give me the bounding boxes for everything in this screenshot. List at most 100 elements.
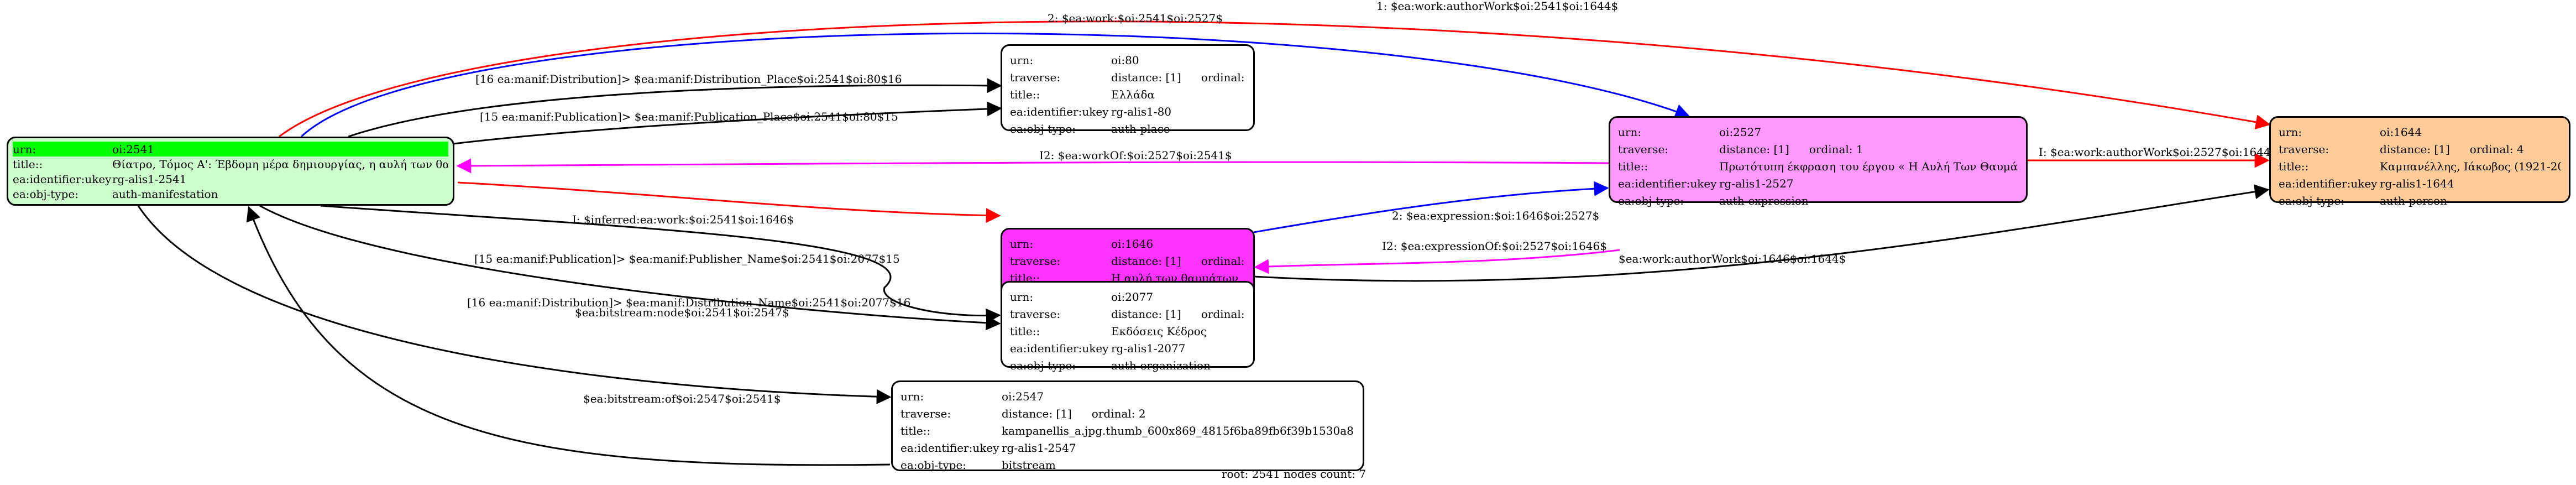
edge-inferred-2541-1646 bbox=[457, 181, 1001, 223]
field-label-identifier: ea:identifier:ukey bbox=[1010, 341, 1109, 355]
edge-work-2541-2527 bbox=[300, 32, 1690, 138]
node-identifier: rg-alis1-2077 bbox=[1111, 341, 1186, 355]
node-title: Θίατρο, Τόμος Α': Έβδομη μέρα δημιουργία… bbox=[112, 157, 448, 171]
node-traverse-value: distance: [1]ordinal: 2 bbox=[1002, 407, 1355, 420]
node-objtype-row: ea:obj-type: auth-person bbox=[2279, 192, 2561, 209]
edge-label-dist-place: [16 ea:manif:Distribution]> $ea:manif:Di… bbox=[475, 72, 902, 86]
node-traverse: distance: [1] bbox=[1719, 142, 1789, 156]
field-label-urn: urn: bbox=[900, 389, 924, 403]
node-ordinal: ordinal: 1 bbox=[1809, 142, 1863, 156]
node-oi-2077[interactable]: urn:oi:2077 traverse: distance: [1] ordina… bbox=[1001, 281, 1255, 372]
field-label-identifier: ea:identifier:ukey bbox=[2279, 176, 2378, 190]
node-traverse-row: traverse:distance: [1]ordinal: 3 bbox=[1010, 252, 1245, 269]
node-urn-row: urn:oi:2077 bbox=[1010, 288, 1245, 305]
node-ordinal: ordinal: 5 bbox=[1201, 70, 1245, 84]
edge-label-bitstream-of: $ea:bitstream:of$oi:2547$oi:2541$ bbox=[583, 392, 781, 405]
node-title: Πρωτότυπη έκφραση του έργου « Η Αυλή Των… bbox=[1719, 159, 2018, 173]
node-title: Εκδόσεις Κέδρος bbox=[1111, 324, 1207, 338]
node-identifier: rg-alis1-2547 bbox=[1002, 441, 1076, 455]
node-objtype-row: ea:obj-type:auth-organization bbox=[1010, 357, 1245, 374]
node-urn: oi:2077 bbox=[1111, 290, 1154, 304]
node-urn-row: urn:oi:1646 bbox=[1010, 235, 1245, 252]
node-title: Καμπανέλλης, Ιάκωβος (1921-2011) bbox=[2380, 159, 2561, 173]
node-urn: oi:2541 bbox=[112, 142, 155, 156]
node-title-row: title::Εκδόσεις Κέδρος bbox=[1010, 322, 1245, 340]
field-label-objtype: ea:obj-type: bbox=[2279, 194, 2345, 207]
field-label-title: title:: bbox=[900, 424, 931, 437]
node-urn: oi:80 bbox=[1111, 53, 1139, 67]
node-ordinal: ordinal: 6 bbox=[1201, 307, 1245, 321]
node-oi-2547[interactable]: urn: oi:2547 traverse:distance: [1]ordina… bbox=[891, 380, 1364, 473]
node-title: Ελλάδα bbox=[1111, 87, 1155, 101]
node-objtype: auth-place bbox=[1111, 122, 1170, 135]
node-urn-row: urn: oi:2527 bbox=[1618, 123, 2018, 140]
node-objtype-row: ea:obj-type:bitstream bbox=[900, 456, 1355, 473]
edge-pub-name-2541-2077 bbox=[320, 205, 1001, 324]
node-traverse: distance: [1] bbox=[2380, 142, 2450, 156]
edge-label-workof: I2: $ea:workOf:$oi:2527$oi:2541$ bbox=[1039, 149, 1232, 162]
edge-pub-place-2541-80 bbox=[431, 101, 1002, 148]
node-identifier: rg-alis1-2527 bbox=[1719, 176, 1794, 190]
node-urn-row: urn: oi:2547 bbox=[900, 388, 1355, 405]
node-oi-2527[interactable]: urn:oi:2527 traverse:distance: [1]ordina… bbox=[1609, 116, 2028, 207]
node-title-row: title::kampanellis_a.jpg.thumb_600x869_4… bbox=[900, 422, 1355, 439]
field-label-title: title:: bbox=[1010, 87, 1040, 101]
node-urn: oi:2547 bbox=[1002, 389, 1044, 403]
node-urn-row: urn: oi:2541 bbox=[13, 142, 448, 157]
field-label-urn: urn: bbox=[1010, 53, 1034, 67]
field-label-traverse: traverse: bbox=[1010, 70, 1061, 84]
node-traverse: distance: [1] bbox=[1111, 254, 1181, 268]
edge-label-dist-name: [16 ea:manif:Distribution]> $ea:manif:Di… bbox=[467, 296, 910, 309]
node-traverse: distance: [1] bbox=[1111, 307, 1181, 321]
node-title: kampanellis_a.jpg.thumb_600x869_4815f6ba… bbox=[1002, 424, 1355, 437]
node-oi-2541[interactable]: urn: oi:2541 title:: Θίατρο, Τόμος Α': Έ… bbox=[7, 137, 454, 206]
field-label-objtype: ea:obj-type: bbox=[1618, 194, 1684, 207]
node-title-row: title::Ελλάδα bbox=[1010, 86, 1245, 103]
node-traverse-row: traverse: distance: [1] ordinal: 6 bbox=[1010, 305, 1245, 322]
node-urn: oi:1644 bbox=[2380, 125, 2422, 139]
node-traverse-value: distance: [1] ordinal: 6 bbox=[1111, 307, 1245, 321]
field-label-identifier: ea:identifier:ukey bbox=[1010, 105, 1109, 118]
field-label-objtype: ea:obj-type: bbox=[13, 187, 79, 201]
edge-author-work-2541-1644 bbox=[279, 20, 2271, 138]
node-objtype: auth-person bbox=[2380, 194, 2447, 207]
edge-label-pub-place: [15 ea:manif:Publication]> $ea:manif:Pub… bbox=[480, 110, 898, 123]
edge-bitstream-node-2541-2547 bbox=[137, 205, 892, 404]
field-label-identifier: ea:identifier:ukey bbox=[13, 172, 112, 186]
node-identifier-row: ea:identifier:ukey rg-alis1-2541 bbox=[13, 171, 448, 186]
node-traverse-value: distance: [1] ordinal: 3 bbox=[1111, 254, 1245, 268]
edge-label-author-work-2541-1644: 1: $ea:work:authorWork$oi:2541$oi:1644$ bbox=[1376, 0, 1618, 13]
field-label-urn: urn: bbox=[1010, 237, 1034, 251]
graph-footer: root: 2541 nodes count: 7 bbox=[1222, 467, 1366, 481]
node-objtype: bitstream bbox=[1002, 458, 1056, 472]
node-urn-row: urn: oi:80 bbox=[1010, 51, 1245, 69]
field-label-traverse: traverse: bbox=[1010, 307, 1061, 321]
node-ordinal: ordinal: 3 bbox=[1201, 254, 1245, 268]
field-label-title: title:: bbox=[1618, 159, 1648, 173]
field-label-urn: urn: bbox=[1618, 125, 1642, 139]
edge-expression-of-2527-1646 bbox=[1254, 249, 1620, 274]
node-oi-1644[interactable]: urn: oi:1644 traverse:distance: [1]ordina… bbox=[2269, 116, 2570, 207]
node-traverse-value: distance: [1]ordinal: 5 bbox=[1111, 71, 1245, 84]
node-objtype: auth-expression bbox=[1719, 194, 1809, 207]
node-urn-row: urn: oi:1644 bbox=[2279, 123, 2561, 140]
node-identifier: rg-alis1-1644 bbox=[2380, 176, 2454, 190]
edge-dist-place-2541-80 bbox=[348, 78, 1002, 138]
node-traverse-row: traverse:distance: [1]ordinal: 2 bbox=[900, 405, 1355, 422]
node-identifier: rg-alis1-2541 bbox=[112, 172, 187, 186]
field-label-identifier: ea:identifier:ukey bbox=[1618, 176, 1717, 190]
node-traverse-row: traverse: distance: [1]ordinal: 5 bbox=[1010, 69, 1245, 86]
field-label-objtype: ea:obj-type: bbox=[1010, 358, 1076, 372]
edge-label-author-work-2527-1644: I: $ea:work:authorWork$oi:2527$oi:1644$ bbox=[2039, 145, 2277, 159]
node-traverse-row: traverse:distance: [1]ordinal: 4 bbox=[2279, 140, 2561, 158]
edge-expression-1646-2527 bbox=[1253, 181, 1609, 233]
node-oi-80[interactable]: urn: oi:80 traverse: distance: [1]ordinal:… bbox=[1001, 44, 1255, 135]
node-urn: oi:2527 bbox=[1719, 125, 1762, 139]
field-label-urn: urn: bbox=[2279, 125, 2302, 139]
node-traverse-value: distance: [1] ordinal: 1 bbox=[1719, 143, 2018, 156]
edge-label-inferred: I: $inferred:ea:work:$oi:2541$oi:1646$ bbox=[572, 213, 794, 226]
node-traverse: distance: [1] bbox=[1002, 406, 1072, 420]
